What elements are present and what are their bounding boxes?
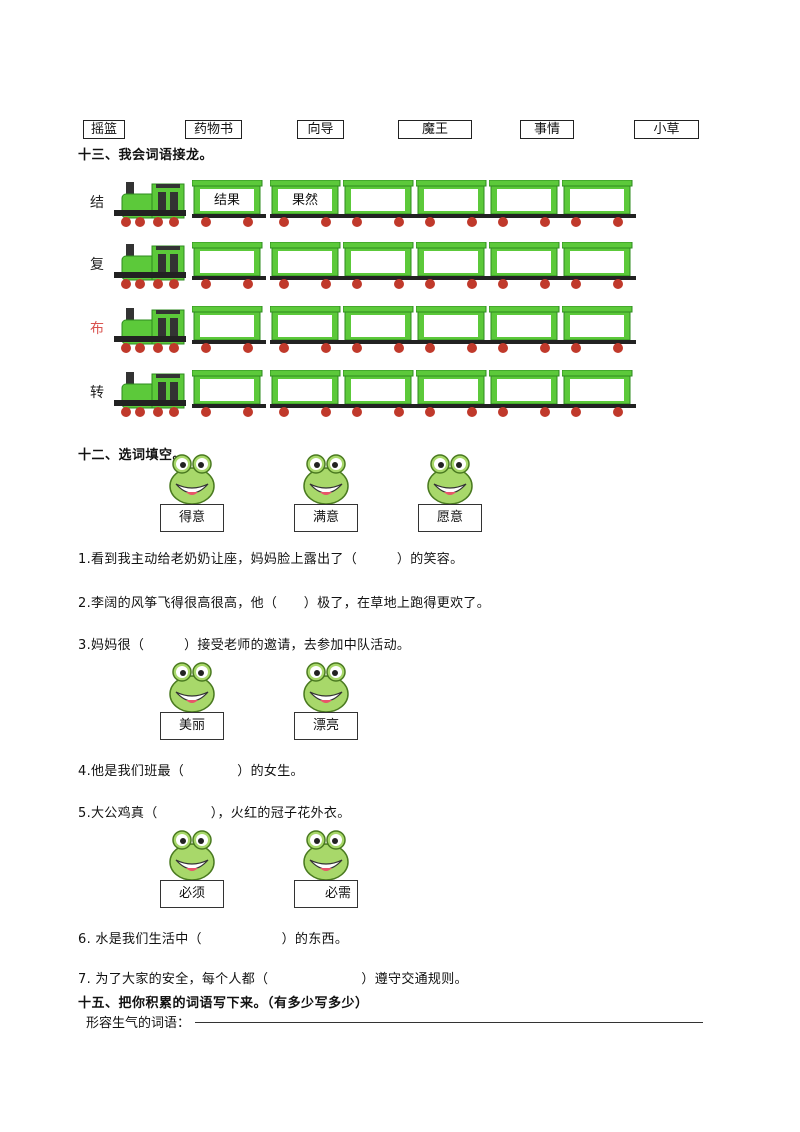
train-car [270, 306, 344, 353]
frog-icon [427, 454, 473, 505]
frog-sign-deyi: 得意 [160, 504, 224, 532]
train-car-word[interactable] [497, 190, 551, 212]
train-car [416, 180, 490, 227]
frog-card-4: 美丽 [160, 660, 224, 750]
train-car [192, 242, 266, 289]
train-car-word[interactable]: 果然 [291, 193, 318, 208]
frog-icon [169, 830, 215, 881]
train-car [489, 180, 563, 227]
word-box-3: 向导 [297, 120, 344, 139]
sentence-6: 6. 水是我们生活中（ ）的东西。 [78, 932, 349, 947]
locomotive-icon [114, 308, 186, 353]
word-box-6: 小草 [634, 120, 699, 139]
train-row-label: 布 [90, 321, 104, 337]
frog-icon [303, 830, 349, 881]
frog-sign-bixu: 必须 [160, 880, 224, 908]
train-car-word[interactable] [424, 190, 478, 212]
train-car-word[interactable] [200, 316, 254, 338]
train-car-word[interactable] [200, 252, 254, 274]
frog-card-7: 必需 [294, 828, 358, 918]
train-car-word[interactable] [278, 316, 332, 338]
train-car-word[interactable]: 结果 [213, 193, 240, 208]
frog-card-3: 愿意 [418, 452, 482, 542]
sentence-4: 4.他是我们班最（ ）的女生。 [78, 764, 304, 779]
train-car-word[interactable] [351, 252, 405, 274]
frog-icon [303, 454, 349, 505]
section-15-prompt: 形容生气的词语： [86, 1016, 191, 1031]
sentence-7: 7. 为了大家的安全，每个人都（ ）遵守交通规则。 [78, 972, 468, 987]
sentence-5: 5.大公鸡真（ ），火红的冠子花外衣。 [78, 806, 351, 821]
train-car-word[interactable] [570, 380, 624, 402]
train-car [270, 180, 344, 227]
train-car-word[interactable] [351, 380, 405, 402]
section-12-title: 十二、选词填空。 [78, 448, 187, 463]
train-car [416, 370, 490, 417]
train-car-word[interactable] [497, 380, 551, 402]
section-15-title: 十五、把你积累的词语写下来。（有多少写多少） [78, 996, 369, 1011]
frog-icon [169, 454, 215, 505]
train-car [343, 242, 417, 289]
frog-card-5: 漂亮 [294, 660, 358, 750]
train-car [192, 180, 266, 227]
train-car-word[interactable] [570, 252, 624, 274]
word-box-4: 魔王 [398, 120, 472, 139]
train-car-word[interactable] [424, 316, 478, 338]
train-car [270, 370, 344, 417]
train-car [416, 306, 490, 353]
train-car-word[interactable] [497, 252, 551, 274]
train-car-word[interactable] [351, 316, 405, 338]
train-car [489, 242, 563, 289]
answer-line[interactable] [195, 1022, 703, 1023]
train-car [343, 180, 417, 227]
train-car [562, 242, 636, 289]
train-car-word[interactable] [424, 252, 478, 274]
frog-card-6: 必须 [160, 828, 224, 918]
train-car [489, 306, 563, 353]
train-car-word[interactable] [497, 316, 551, 338]
frog-sign-bixu2: 必需 [294, 880, 358, 908]
train-car-word[interactable] [570, 316, 624, 338]
train-row-label: 结 [90, 195, 104, 211]
train-row-label: 复 [90, 257, 104, 273]
train-car [343, 306, 417, 353]
locomotive-icon [114, 182, 186, 227]
train-car [562, 370, 636, 417]
train-car [343, 370, 417, 417]
frog-sign-piaoliang: 漂亮 [294, 712, 358, 740]
frog-card-2: 满意 [294, 452, 358, 542]
frog-sign-manyi: 满意 [294, 504, 358, 532]
train-car [270, 242, 344, 289]
sentence-3: 3.妈妈很（ ）接受老师的邀请，去参加中队活动。 [78, 638, 411, 653]
frog-sign-yuanyi: 愿意 [418, 504, 482, 532]
train-car-word[interactable] [424, 380, 478, 402]
train-car [192, 306, 266, 353]
train-row-label: 转 [90, 385, 104, 401]
train-car [562, 180, 636, 227]
frog-card-1: 得意 [160, 452, 224, 542]
train-car-word[interactable] [570, 190, 624, 212]
train-car-word[interactable] [278, 252, 332, 274]
frog-icon [303, 662, 349, 713]
train-car [416, 242, 490, 289]
train-car [562, 306, 636, 353]
frog-sign-meili: 美丽 [160, 712, 224, 740]
word-box-1: 摇篮 [83, 120, 125, 139]
train-car-word[interactable] [351, 190, 405, 212]
section-13-title: 十三、我会词语接龙。 [78, 148, 214, 163]
word-box-2: 药物书 [185, 120, 242, 139]
locomotive-icon [114, 372, 186, 417]
word-box-5: 事情 [520, 120, 574, 139]
sentence-1: 1.看到我主动给老奶奶让座，妈妈脸上露出了（ ）的笑容。 [78, 552, 464, 567]
sentence-2: 2.李阔的风筝飞得很高很高，他（ ）极了，在草地上跑得更欢了。 [78, 596, 491, 611]
train-car-word[interactable] [200, 380, 254, 402]
train-car [489, 370, 563, 417]
locomotive-icon [114, 244, 186, 289]
frog-icon [169, 662, 215, 713]
train-car [192, 370, 266, 417]
train-car-word[interactable] [278, 380, 332, 402]
